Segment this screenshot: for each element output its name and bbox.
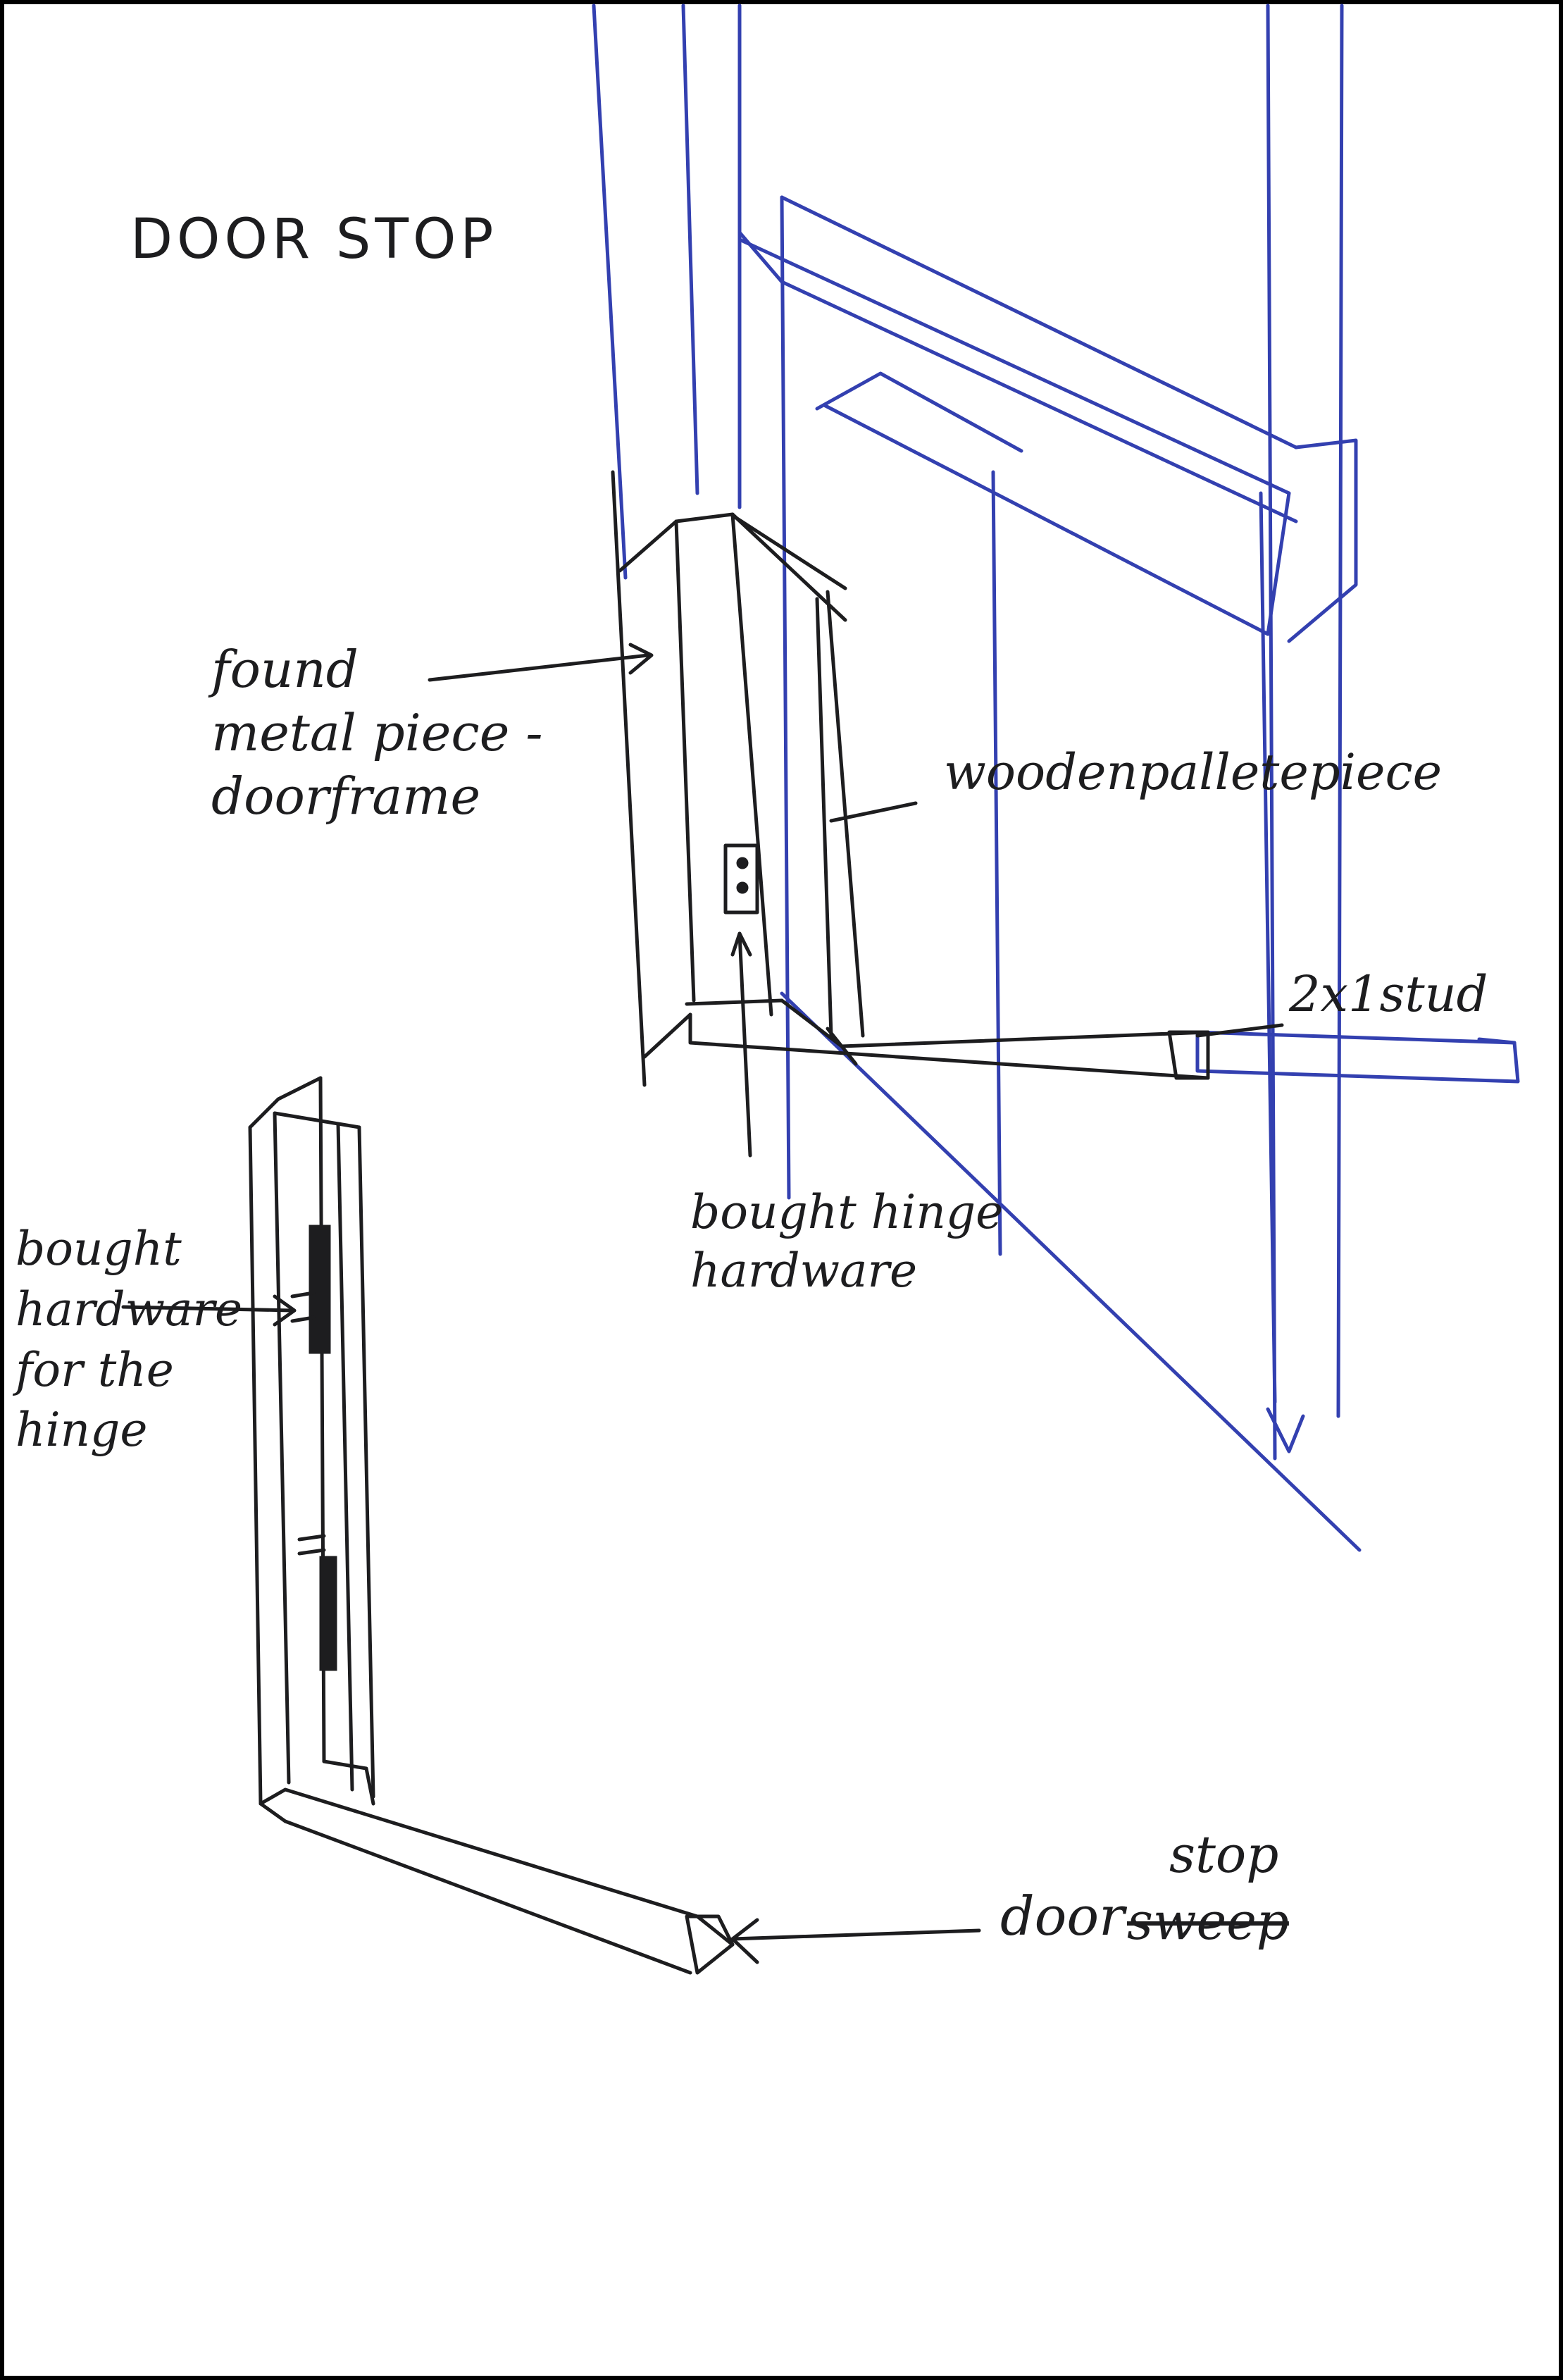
label-door: door (1000, 1885, 1125, 1947)
arrow-found-metal (428, 653, 650, 682)
label-door-replacement: stop (1169, 1825, 1279, 1884)
door-stop-sketch (248, 1076, 735, 1975)
label-bought-hinge: bought hinge hardware (690, 1185, 1004, 1298)
hinge-plate (723, 843, 759, 915)
leader-lines (121, 643, 1284, 1964)
label-stud: 2x1stud (1289, 965, 1488, 1023)
blue-doorframe-sketch (592, 4, 1520, 1552)
label-door-struck: sweep (1127, 1892, 1289, 1951)
label-wooden-pallet: woodenpalletepiece (944, 743, 1443, 801)
hinge-hardware-upper (309, 1225, 331, 1354)
label-found-metal: found metal piece - doorframe (211, 640, 543, 826)
arrow-bought-hinge (737, 931, 752, 1158)
hinge-hardware-lower (319, 1556, 337, 1671)
leader-stud (1195, 1023, 1284, 1038)
arrow-bought-hardware (121, 1305, 294, 1313)
sketch-title: DOOR STOP (130, 208, 498, 271)
label-bought-hardware: bought hardware for the hinge (15, 1222, 243, 1458)
leader-wooden-pallet (829, 801, 918, 823)
arrow-door-stop (730, 1928, 981, 1941)
metal-doorframe-sketch (611, 470, 1210, 1087)
